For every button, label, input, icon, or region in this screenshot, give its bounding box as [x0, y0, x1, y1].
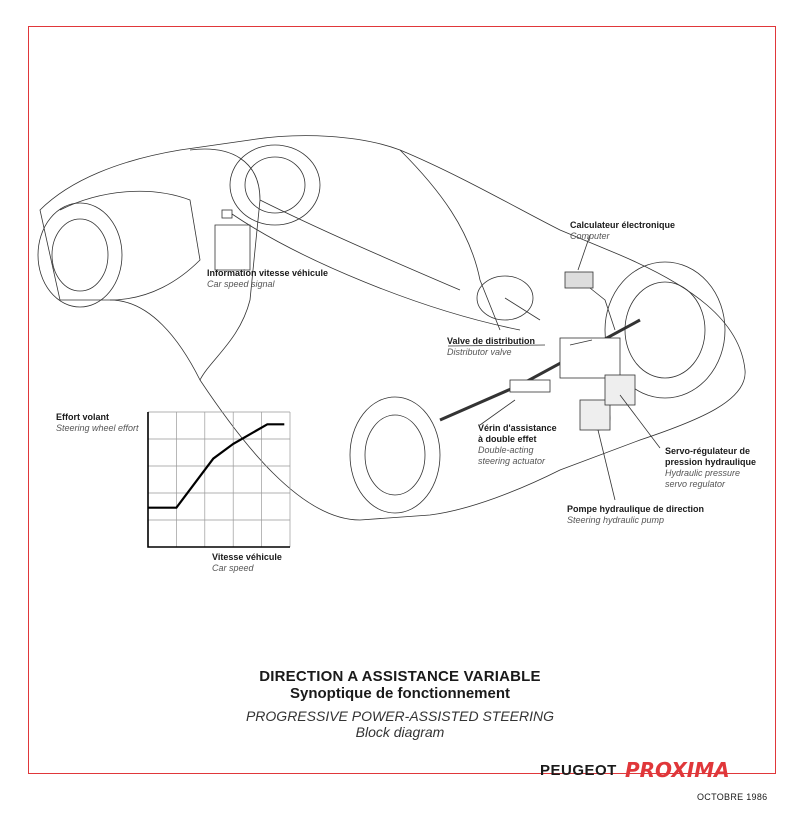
- steering-wheel: [476, 275, 534, 321]
- title-en: PROGRESSIVE POWER-ASSISTED STEERING: [245, 708, 555, 724]
- label-actuator: Vérin d'assistance à double effet Double…: [478, 423, 557, 466]
- label-computer: Calculateur électronique Computer: [570, 220, 676, 241]
- rear-wheel-right: [229, 144, 321, 226]
- brand-name: PEUGEOT: [540, 762, 617, 779]
- servo-regulator: [604, 374, 636, 406]
- car-windscreen: [399, 149, 501, 331]
- computer-box: [564, 271, 594, 289]
- label-speed-signal: Information vitesse véhicule Car speed s…: [207, 268, 329, 289]
- graph-ylabel: Effort volant Steering wheel effort: [56, 412, 139, 433]
- label-valve: Valve de distribution Distributor valve: [447, 336, 536, 357]
- label-pump: Pompe hydraulique de direction Steering …: [567, 504, 705, 525]
- date-label: OCTOBRE 1986: [697, 792, 768, 802]
- car-door-line: [259, 199, 461, 291]
- label-regulator: Servo-régulateur de pression hydraulique…: [665, 446, 757, 489]
- subtitle-en: Block diagram: [355, 724, 445, 740]
- front-wheel-left: [349, 396, 441, 514]
- subtitle-fr: Synoptique de fonctionnement: [290, 685, 510, 702]
- front-wheel-right: [604, 261, 726, 399]
- speed-signal-wire: [231, 213, 521, 331]
- rear-wheel-left: [37, 202, 123, 308]
- model-logo: PROXIMA: [625, 758, 730, 782]
- effort-curve: [148, 423, 285, 509]
- page-frame: [28, 26, 776, 774]
- title-fr: DIRECTION A ASSISTANCE VARIABLE: [259, 668, 541, 685]
- car-cabin: [189, 148, 261, 381]
- speed-sensor: [221, 209, 233, 219]
- title-block: DIRECTION A ASSISTANCE VARIABLE Synoptiq…: [0, 668, 800, 740]
- car-rear-deck: [59, 190, 201, 301]
- graph-xlabel: Vitesse véhicule Car speed: [212, 552, 282, 573]
- car-body-outline: [39, 135, 746, 521]
- effort-graph: [147, 411, 291, 548]
